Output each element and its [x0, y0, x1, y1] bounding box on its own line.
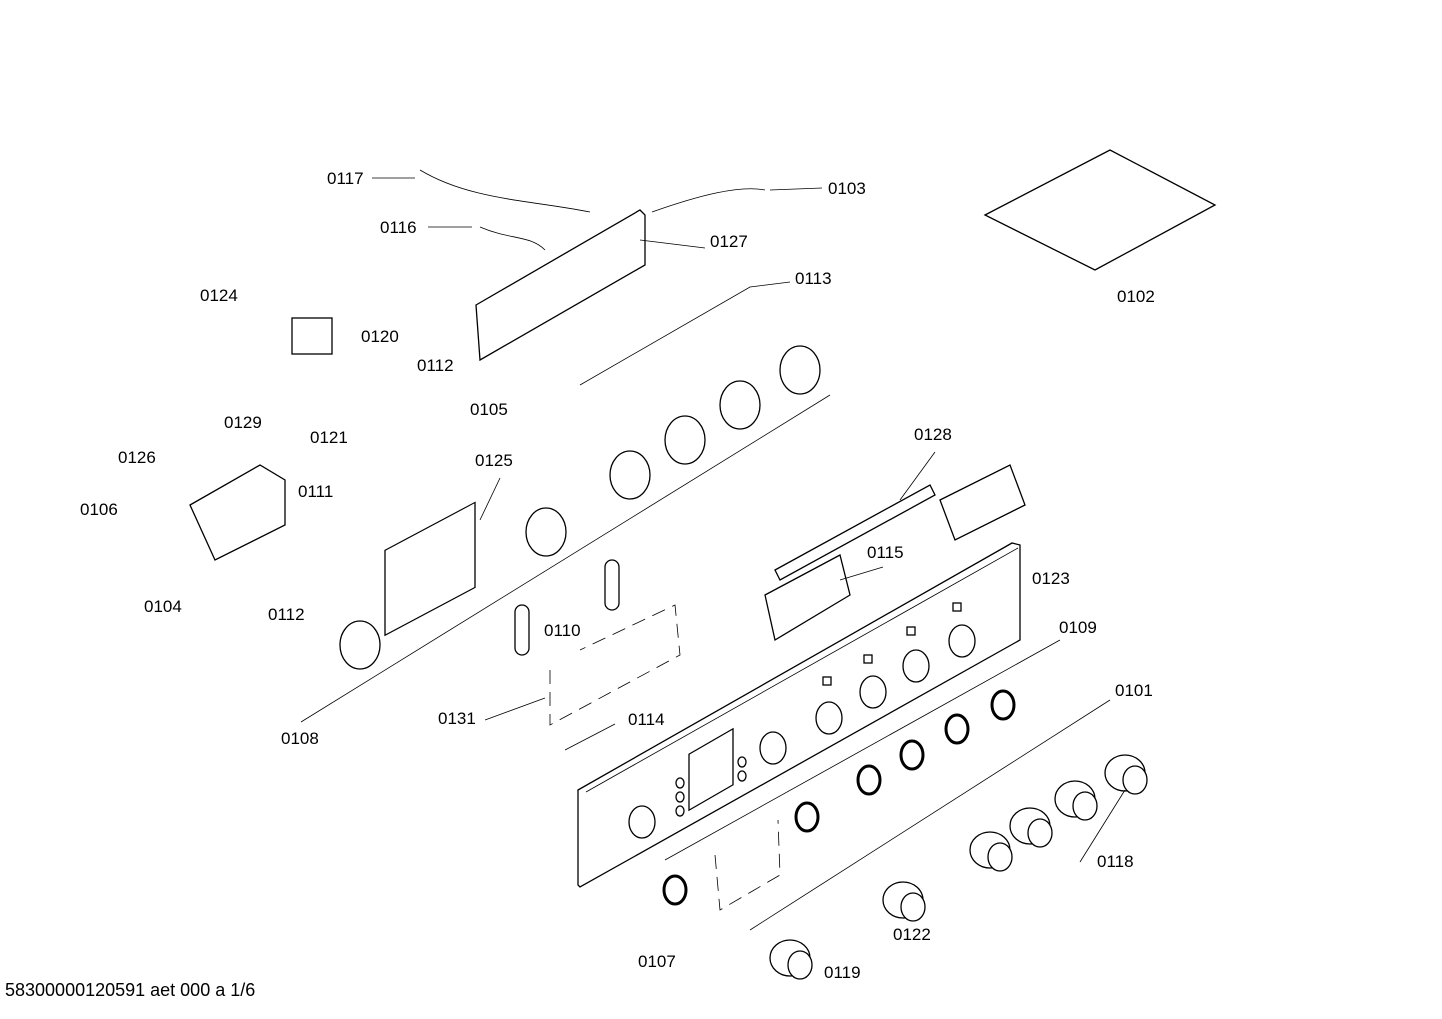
part-label-0113: 0113	[795, 269, 832, 288]
switch-module-0113	[475, 209, 646, 362]
control-panel-0123	[577, 542, 1021, 888]
part-label-0103: 0103	[828, 179, 866, 198]
bezel-rings	[662, 689, 1016, 906]
part-label-0112: 0112	[417, 356, 454, 375]
strip-0128	[774, 484, 936, 581]
leader-lines	[300, 177, 1126, 931]
terminal-block-0126	[189, 464, 286, 561]
part-label-0123: 0123	[1032, 569, 1070, 588]
part-label-0104: 0104	[144, 597, 182, 616]
part-label-0118: 0118	[1097, 852, 1134, 871]
control-knobs	[769, 754, 1148, 980]
part-label-0111: 0111	[298, 482, 333, 501]
part-label-0102: 0102	[1117, 287, 1155, 306]
light-guide-0110a	[514, 604, 530, 656]
part-label-0117: 0117	[327, 169, 364, 188]
part-label-0131: 0131	[438, 709, 476, 728]
part-drawings	[189, 149, 1217, 980]
part-label-0115: 0115	[867, 543, 904, 562]
part-label-0101: 0101	[1115, 681, 1153, 700]
part-label-0121: 0121	[310, 428, 348, 447]
switch-0115b	[939, 464, 1026, 541]
part-label-0122: 0122	[893, 925, 931, 944]
part-labels: 0117 0116 0103 0127 0113 0102 0124 0120 0112 0105…	[80, 169, 1155, 982]
part-label-0124: 0124	[200, 286, 238, 305]
part-label-0107: 0107	[638, 952, 676, 971]
timer-0125	[384, 501, 476, 637]
thermostat-0124	[291, 317, 333, 355]
part-label-0127: 0127	[710, 232, 748, 251]
group-0131	[549, 604, 681, 726]
part-label-0119: 0119	[824, 963, 861, 982]
part-label-0120: 0120	[361, 327, 399, 346]
screw-bag-0102	[983, 149, 1217, 271]
part-label-0112: 0112	[268, 605, 305, 624]
part-label-0105: 0105	[470, 400, 508, 419]
light-guide-0110b	[604, 559, 620, 611]
part-label-0129: 0129	[224, 413, 262, 432]
document-id: 58300000120591 aet 000 a 1/6	[5, 980, 256, 1000]
part-label-0128: 0128	[914, 425, 952, 444]
part-label-0126: 0126	[118, 448, 156, 467]
knob-shells	[339, 345, 821, 670]
part-label-0109: 0109	[1059, 618, 1097, 637]
part-label-0108: 0108	[281, 729, 319, 748]
switch-0115a	[764, 554, 851, 642]
part-label-0106: 0106	[80, 500, 118, 519]
part-label-0114: 0114	[628, 710, 665, 729]
group-0107	[714, 819, 781, 911]
part-label-0116: 0116	[380, 218, 417, 237]
part-label-0110: 0110	[544, 621, 581, 640]
part-label-0125: 0125	[475, 451, 513, 470]
